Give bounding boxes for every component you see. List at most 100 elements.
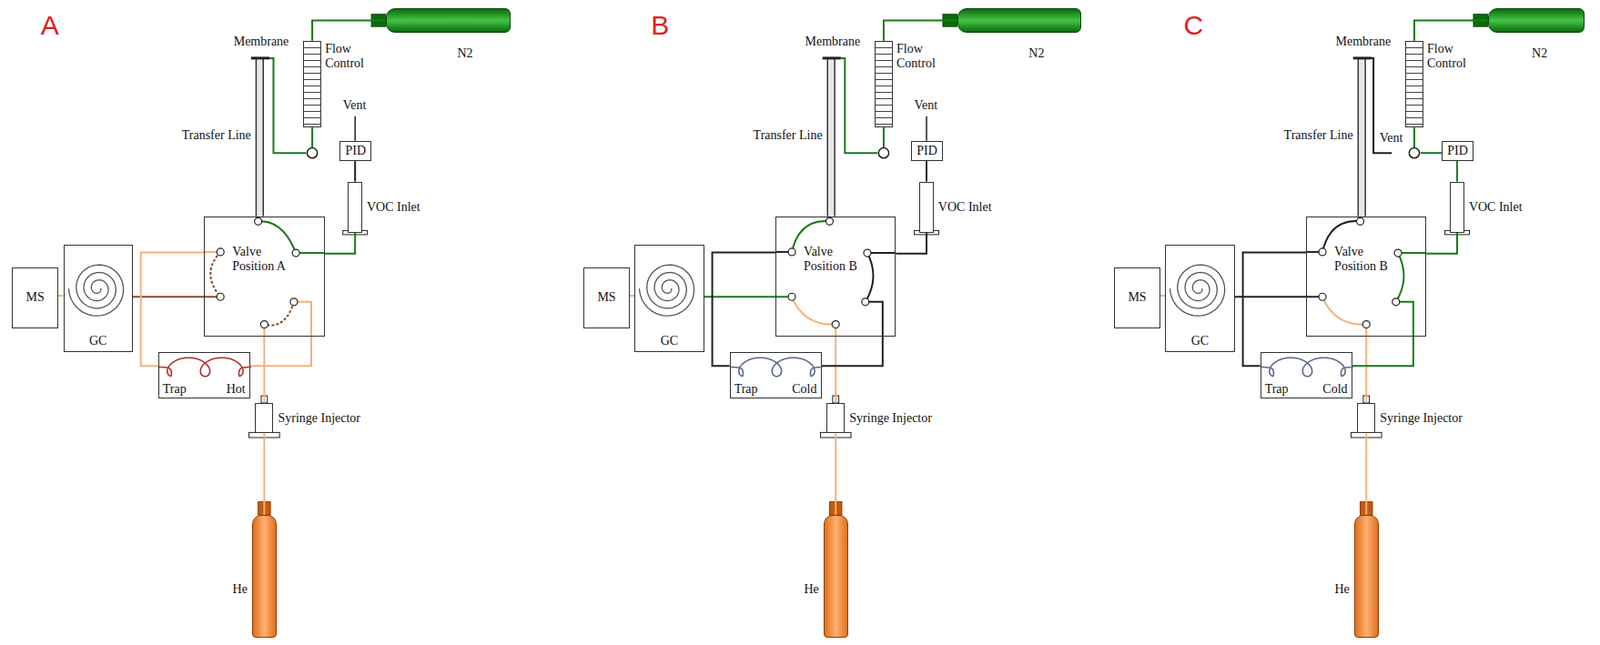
nitrogen-line — [1420, 151, 1445, 154]
valve-port — [1356, 217, 1365, 225]
valve-stub — [1397, 252, 1427, 254]
valve-port — [1392, 298, 1400, 306]
valve-port — [826, 217, 834, 225]
valve-channel — [1396, 253, 1405, 303]
panel-letter: C — [1184, 10, 1205, 41]
pipe-connector — [1365, 433, 1368, 516]
trap-box-label: Trap — [162, 382, 187, 397]
he-cylinder: He — [252, 515, 277, 638]
valve-port — [1394, 249, 1402, 257]
ms-detector: MS — [583, 267, 629, 329]
gc-column: GC — [634, 244, 704, 353]
gc-column-coil — [1170, 264, 1226, 316]
trap-box: Trap Cold — [729, 352, 822, 400]
transfer-line-wall — [827, 59, 830, 217]
valve-box: Valve Position A — [203, 216, 325, 337]
pipe-connector — [263, 433, 265, 516]
pid-detector-label: PID — [344, 143, 366, 159]
pipe-connector — [1456, 161, 1459, 182]
valve-port — [788, 248, 796, 256]
ms-detector-label: MS — [26, 290, 45, 305]
ms-detector-label: MS — [1127, 290, 1146, 305]
pipe-connector — [821, 336, 883, 366]
valve-port — [292, 249, 300, 257]
he-cylinder: He — [1354, 515, 1379, 638]
pipe-connector — [250, 336, 312, 366]
he-cylinder-label: He — [1334, 582, 1349, 598]
pipe-connector — [883, 20, 958, 41]
n2-cylinder: N2 — [1488, 8, 1586, 33]
gc-column-label: GC — [660, 334, 679, 349]
pid-detector: PID — [339, 141, 372, 162]
trap-box-label: Trap — [1265, 382, 1289, 397]
pipe-connector — [704, 295, 776, 298]
ms-detector: MS — [11, 267, 58, 329]
panel-letter: B — [650, 10, 669, 41]
pipe-connector — [1365, 336, 1368, 404]
valve-channel — [258, 221, 296, 254]
valve-channel — [791, 296, 836, 325]
nitrogen-line — [840, 58, 878, 153]
syringe-injector: Syringe Injector — [254, 403, 274, 435]
pipe-connector — [1414, 20, 1489, 41]
transfer-line-tube — [827, 59, 835, 217]
pipe-connector — [1352, 336, 1414, 366]
trap-box-label: Cold — [1322, 382, 1347, 397]
pipe-connector — [141, 252, 205, 366]
valve-stub — [867, 252, 896, 254]
flow-control: Flow Control — [303, 40, 322, 128]
valve-box-label: Valve Position B — [803, 244, 871, 274]
he-cylinder-label: He — [232, 582, 248, 598]
ms-detector-label: MS — [597, 290, 616, 305]
valve-port — [1318, 248, 1327, 256]
flow-control-label: Flow Control — [1427, 41, 1480, 71]
transfer-line-label: Transfer Line — [1284, 128, 1354, 143]
valve-port — [863, 249, 871, 257]
pipe-connector — [1243, 252, 1307, 366]
transfer-line-label: Transfer Line — [753, 128, 823, 143]
vent-label: Vent — [914, 98, 939, 113]
he-cylinder: He — [823, 515, 849, 638]
gc-column: GC — [63, 244, 133, 353]
vent-label: Vent — [343, 98, 367, 113]
vent-label: Vent — [1379, 131, 1404, 146]
syringe-injector-label: Syringe Injector — [1379, 411, 1463, 426]
nitrogen-line — [311, 127, 314, 148]
pipe-connector — [925, 161, 928, 182]
vent-line — [354, 116, 356, 142]
pipe-connector — [834, 336, 837, 404]
membrane-label: Membrane — [233, 34, 290, 50]
valve-port — [861, 298, 870, 306]
trap-coil-line — [1261, 357, 1354, 377]
membrane-label: Membrane — [805, 34, 861, 50]
gc-column-coil — [639, 264, 695, 316]
trap-box-label: Trap — [734, 382, 759, 397]
valve-port — [788, 293, 796, 301]
gc-column-label: GC — [1191, 334, 1209, 349]
voc-inlet-label: VOC Inlet — [1468, 200, 1523, 215]
valve-port — [290, 298, 298, 306]
voc-inlet: VOC Inlet — [347, 182, 363, 233]
trap-box-label: Cold — [791, 382, 817, 397]
ms-detector: MS — [1113, 267, 1160, 329]
pipe-connector — [324, 232, 356, 254]
voc-inlet-label: VOC Inlet — [938, 200, 993, 215]
flow-junction — [1408, 148, 1419, 159]
panel-letter: A — [40, 10, 60, 41]
syringe-injector: Syringe Injector — [1356, 403, 1376, 435]
n2-cylinder: N2 — [385, 8, 511, 33]
trap-box: Trap Cold — [1260, 352, 1353, 400]
voc-inlet-label: VOC Inlet — [366, 200, 421, 215]
valve-box-label: Valve Position B — [1334, 244, 1402, 274]
transfer-line-wall — [263, 59, 265, 217]
pipe-connector — [1426, 232, 1458, 254]
valve-channel — [1322, 296, 1367, 325]
valve-box: Valve Position B — [775, 216, 896, 337]
he-cylinder-label: He — [803, 582, 819, 598]
valve-channel — [263, 302, 294, 326]
pipe-connector — [834, 433, 837, 516]
valve-stub — [295, 252, 325, 254]
gc-column-coil — [68, 264, 123, 316]
voc-inlet: VOC Inlet — [919, 182, 934, 233]
